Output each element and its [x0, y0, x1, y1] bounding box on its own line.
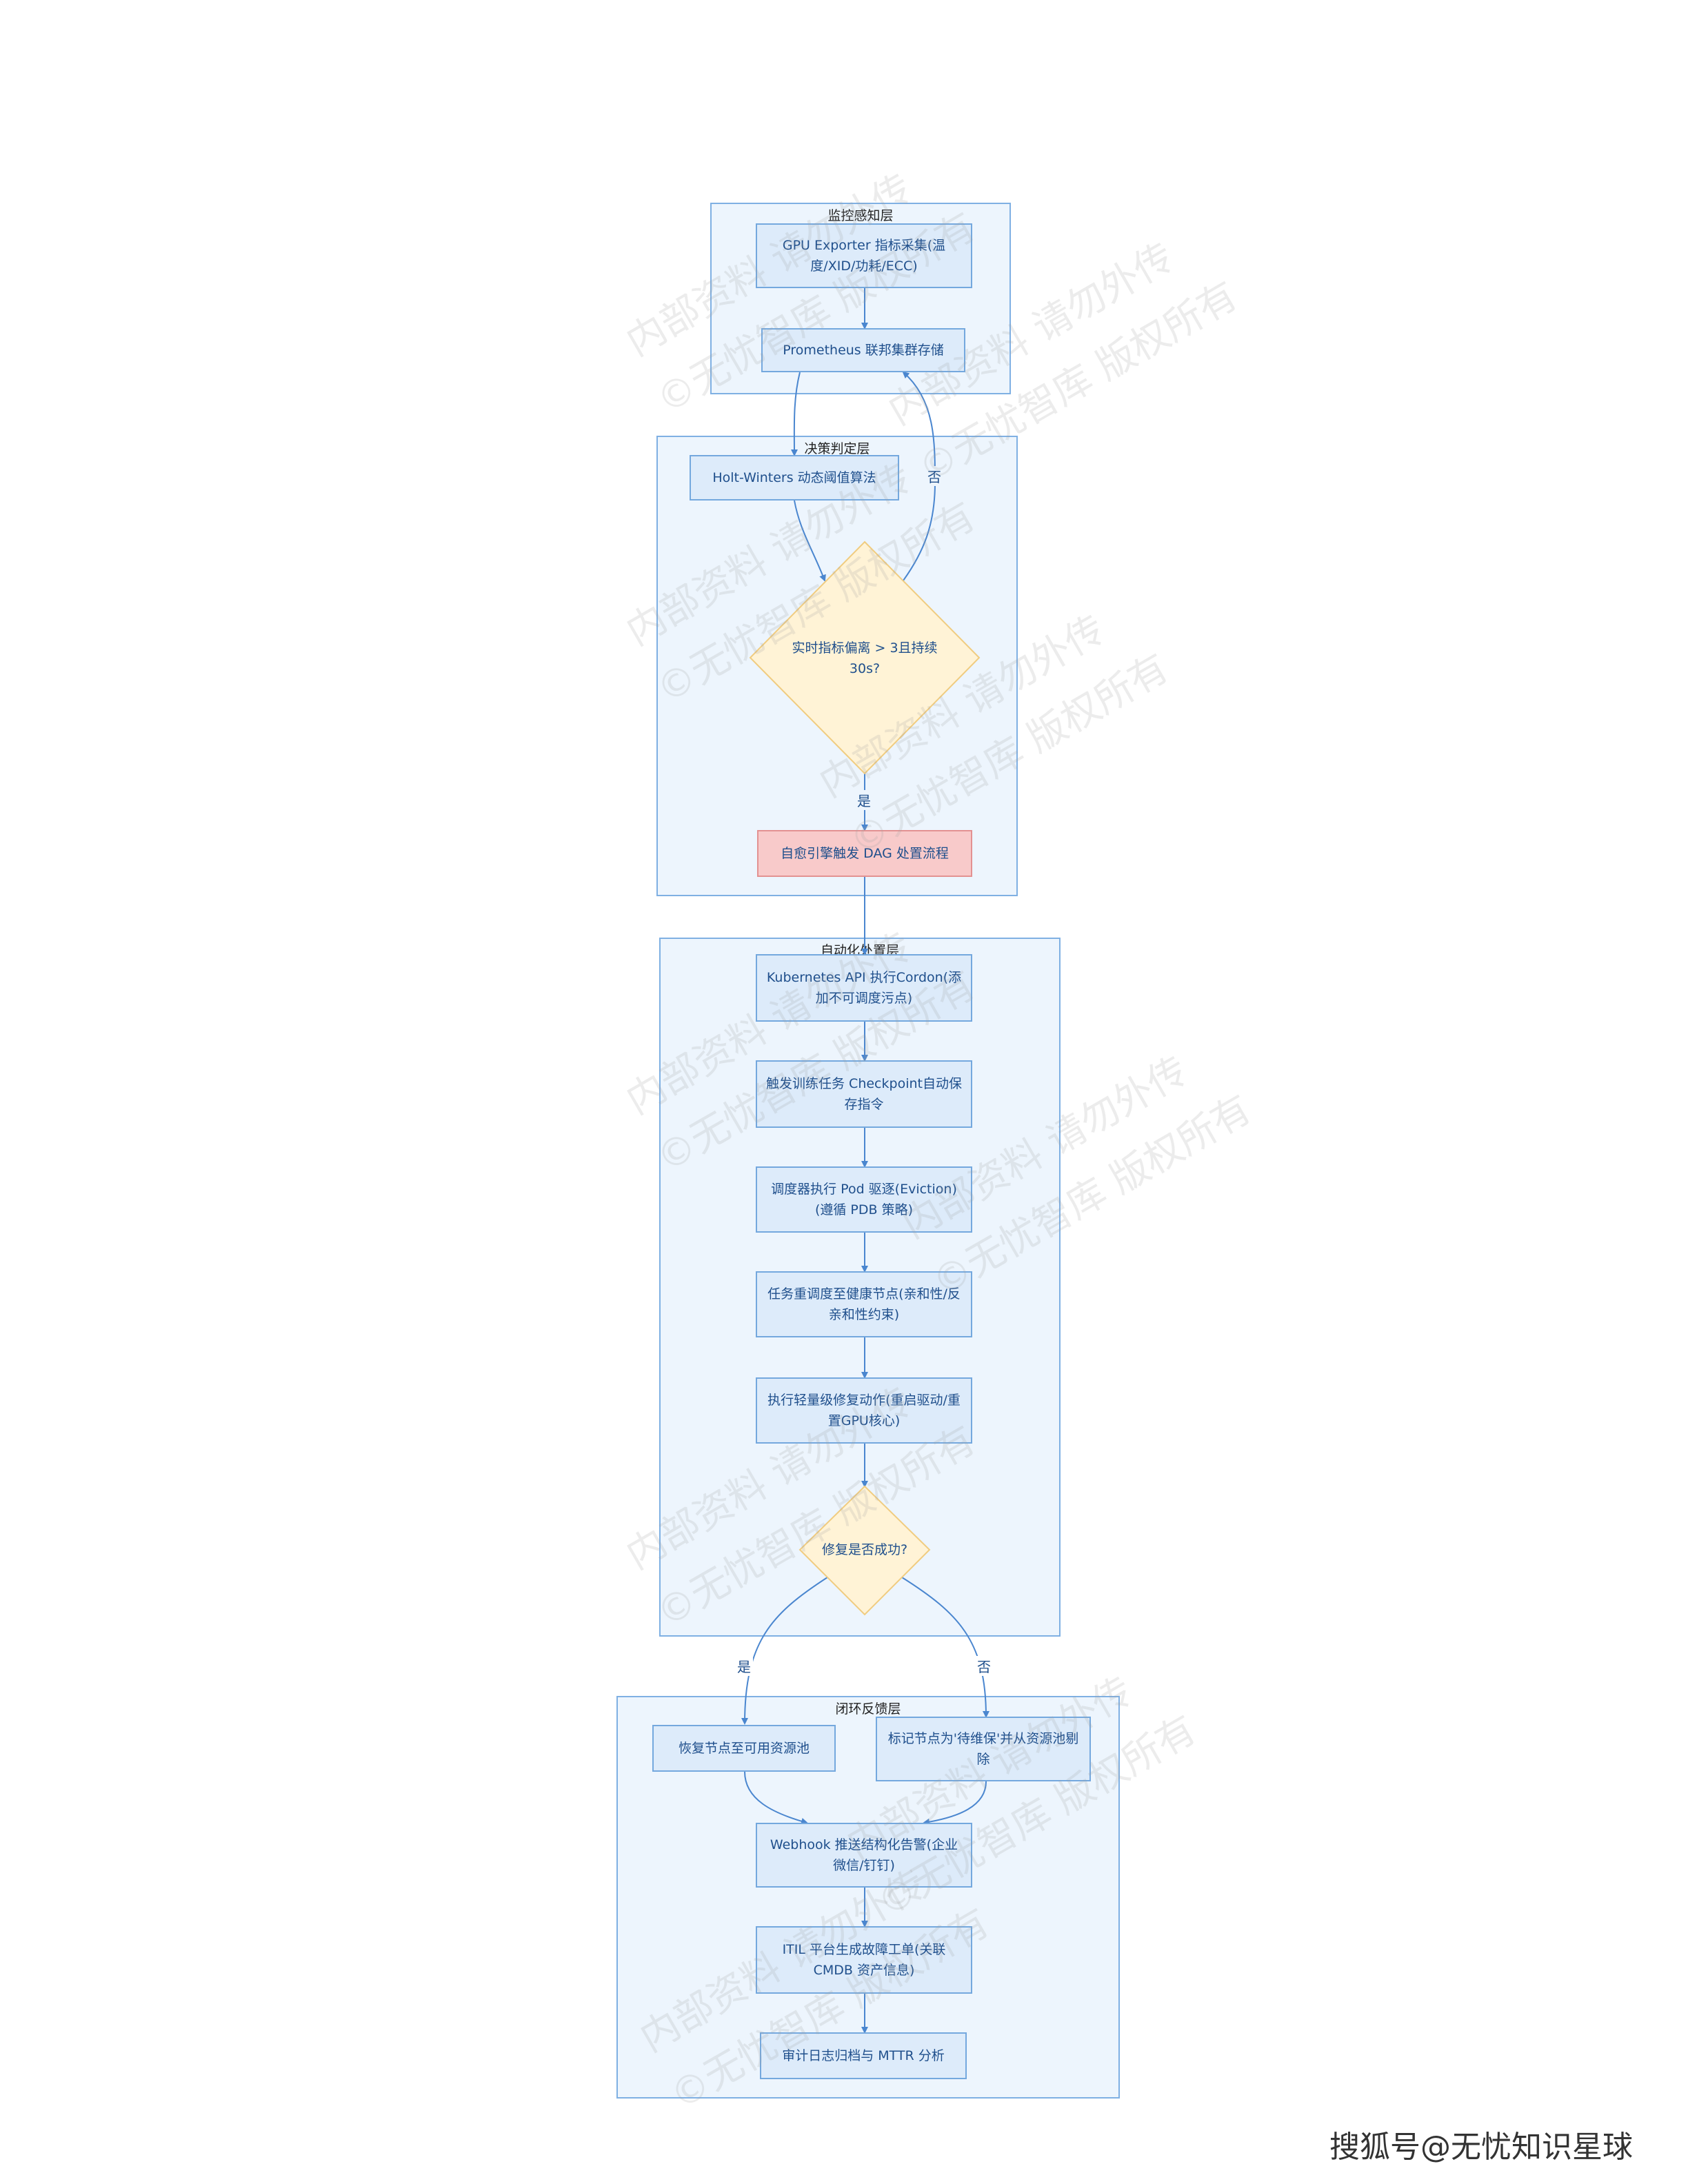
node-gpu-exporter: GPU Exporter 指标采集(温度/XID/功耗/ECC): [756, 223, 972, 288]
edge-label-yes-mid: 是: [855, 790, 873, 810]
decision-diamond-realtime: [749, 540, 981, 775]
node-webhook: Webhook 推送结构化告警(企业微信/钉钉): [756, 1823, 972, 1888]
layer-title-decision: 决策判定层: [804, 441, 870, 456]
decision-text-realtime: 实时指标偏离 > 3且持续30s?: [792, 640, 938, 676]
node-restore: 恢复节点至可用资源池: [652, 1725, 836, 1772]
node-self-heal: 自愈引擎触发 DAG 处置流程: [757, 830, 972, 877]
node-audit: 审计日志归档与 MTTR 分析: [760, 2032, 967, 2079]
node-checkpoint: 触发训练任务 Checkpoint自动保存指令: [756, 1060, 972, 1128]
edge-holt-to-check: [794, 500, 826, 582]
edge-restore-to-webhook: [744, 1771, 808, 1825]
edge-label-yes-left: 是: [735, 1656, 753, 1676]
node-eviction: 调度器执行 Pod 驱逐(Eviction)(遵循 PDB 策略): [756, 1166, 972, 1233]
node-light-repair: 执行轻量级修复动作(重启驱动/重置GPU核心): [756, 1377, 972, 1444]
node-reschedule: 任务重调度至健康节点(亲和性/反亲和性约束): [756, 1271, 972, 1337]
brand-label: 搜狐号@无忧知识星球: [1329, 2130, 1633, 2165]
edge-mark-to-webhook: [923, 1781, 987, 1826]
node-k8s-cordon: Kubernetes API 执行Cordon(添加不可调度污点): [756, 954, 972, 1022]
decision-diamond-repair: [798, 1485, 931, 1616]
layer-title-feedback: 闭环反馈层: [835, 1701, 901, 1717]
edge-decision-yes-to-restore: [741, 1577, 828, 1725]
node-holt-winters: Holt-Winters 动态阈值算法: [690, 455, 899, 501]
layer-title-monitor: 监控感知层: [827, 208, 894, 223]
edge-decision-no-to-mark: [901, 1577, 989, 1718]
edge-label-no-upper: 否: [925, 466, 943, 486]
edge-prometheus-to-holt: [790, 372, 801, 456]
edge-label-no-right: 否: [975, 1656, 993, 1676]
node-itil: ITIL 平台生成故障工单(关联CMDB 资产信息): [756, 1926, 972, 1994]
decision-text-repair: 修复是否成功?: [821, 1542, 908, 1557]
node-prometheus: Prometheus 联邦集群存储: [761, 328, 965, 372]
node-mark-node: 标记节点为'待维保'并从资源池剔除: [876, 1717, 1091, 1781]
